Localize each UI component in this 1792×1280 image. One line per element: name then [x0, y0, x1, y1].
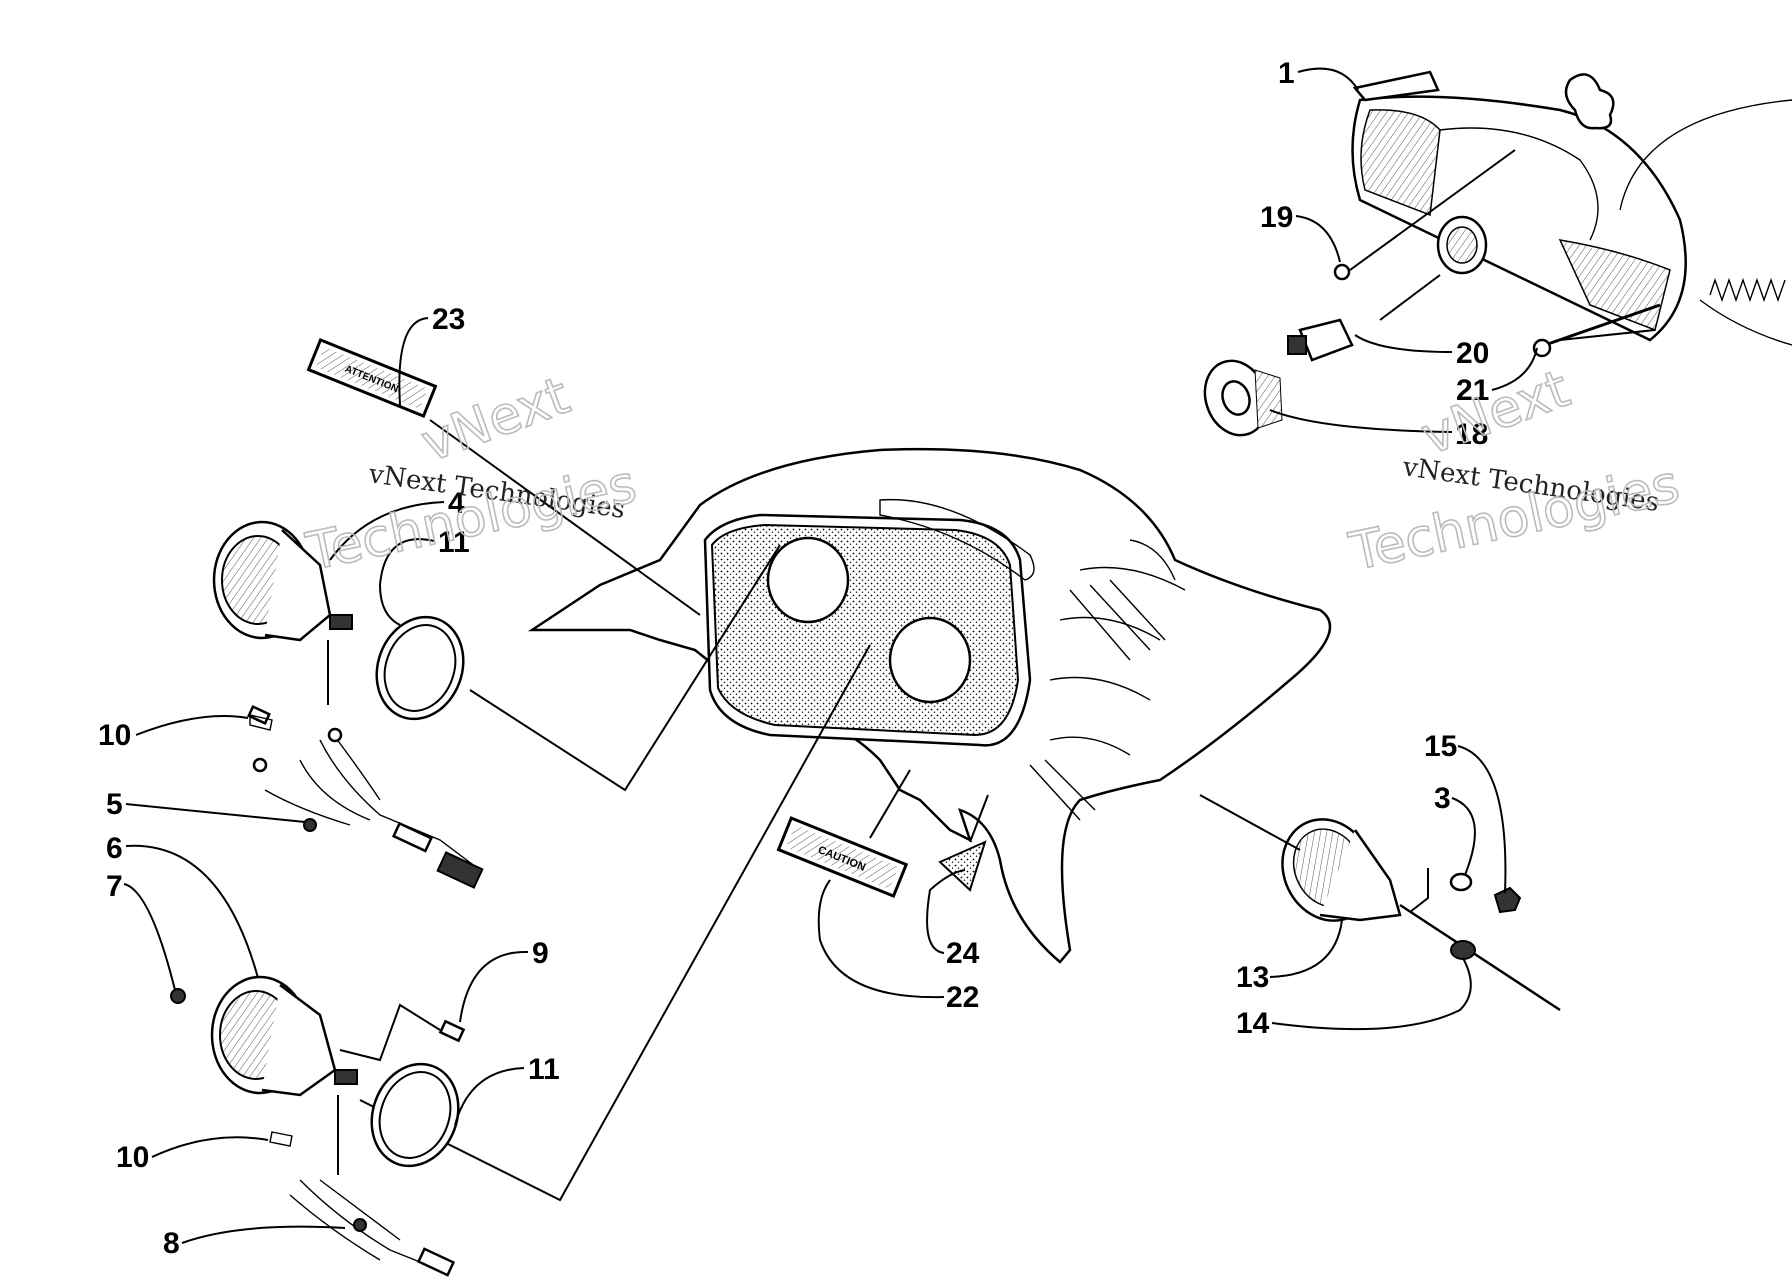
shaft-14 [1399, 903, 1561, 1012]
callout-18: 18 [1455, 418, 1488, 451]
watermark-left: vNext vNext Technologies Technologies [300, 365, 642, 584]
leader-19 [1349, 149, 1516, 271]
clip-19 [1333, 263, 1351, 281]
clip-10-lower [269, 1131, 293, 1147]
spring [1709, 277, 1786, 303]
watermark-right: vNext vNext Technologies Technologies [1343, 358, 1685, 584]
callout-9: 9 [532, 937, 549, 970]
attention-decal: ATTENTION [306, 337, 438, 419]
leader-decal-24 [969, 794, 989, 843]
callout-11-upper: 11 [438, 526, 470, 559]
leader-20 [1379, 274, 1441, 321]
screw-21 [1532, 303, 1661, 358]
callout-7: 7 [106, 870, 123, 903]
callout-8: 8 [163, 1227, 180, 1260]
callout-22: 22 [946, 981, 979, 1014]
gauge-opening-left [766, 536, 850, 624]
callout-20: 20 [1456, 337, 1489, 370]
callout-5: 5 [106, 788, 123, 821]
speedometer-gauge [212, 520, 353, 642]
headlight-bulb-20 [1287, 318, 1354, 362]
switch-bracket [1409, 868, 1429, 913]
leader-decal-22 [869, 769, 911, 839]
gauge-bezel-ring-upper [375, 615, 465, 721]
gauge-opening-right [888, 616, 972, 704]
watermark-left-vnext: vNext [414, 366, 577, 474]
callout-24: 24 [946, 937, 980, 970]
cable-right [1619, 99, 1792, 346]
leader-decal-23 [429, 419, 701, 616]
headlight-housing [1351, 95, 1687, 342]
gauge-bezel-ring-lower [370, 1062, 460, 1168]
callout-15: 15 [1424, 730, 1457, 763]
retaining-ring-18 [1203, 359, 1283, 437]
callout-14: 14 [1236, 1007, 1270, 1040]
callout-11-lower: 11 [528, 1053, 560, 1086]
adjuster-knob [1564, 73, 1615, 130]
callouts: 1 19 20 21 18 23 4 11 10 5 6 7 9 11 10 8 [98, 57, 1538, 1260]
callout-1: 1 [1278, 57, 1295, 90]
leader-upper-gauge [469, 544, 781, 792]
bushing-14 [1450, 940, 1476, 960]
washer-3 [1449, 872, 1473, 892]
callout-19: 19 [1260, 201, 1293, 234]
wiring-harness-lower [289, 1179, 456, 1277]
key-switch-housing-13 [1281, 818, 1402, 922]
callout-6: 6 [106, 832, 123, 865]
mount-bracket-1 [1352, 70, 1440, 102]
leader-21 [1559, 329, 1656, 341]
bulb-9-bracket [339, 1003, 441, 1062]
leader-13-dash [1199, 794, 1301, 851]
callout-10-upper: 10 [98, 719, 131, 752]
bulb-socket-ring [1436, 215, 1488, 275]
warning-triangle-decal [938, 840, 987, 892]
dash-hood [527, 447, 1332, 964]
screw-7 [170, 988, 186, 1004]
callout-13: 13 [1236, 961, 1269, 994]
callout-21: 21 [1456, 374, 1489, 407]
callout-3: 3 [1434, 782, 1451, 815]
callout-10-lower: 10 [116, 1141, 149, 1174]
wiring-harness-upper [247, 705, 484, 889]
callout-4: 4 [448, 487, 465, 520]
clip-10-upper [249, 714, 273, 731]
nut-15 [1493, 886, 1522, 914]
watermark-right-vnext: vNext [1414, 359, 1577, 467]
bulb-socket-9 [438, 1019, 466, 1043]
caution-decal: CAUTION [776, 816, 909, 899]
callout-23: 23 [432, 303, 465, 336]
tachometer-gauge [210, 975, 358, 1097]
